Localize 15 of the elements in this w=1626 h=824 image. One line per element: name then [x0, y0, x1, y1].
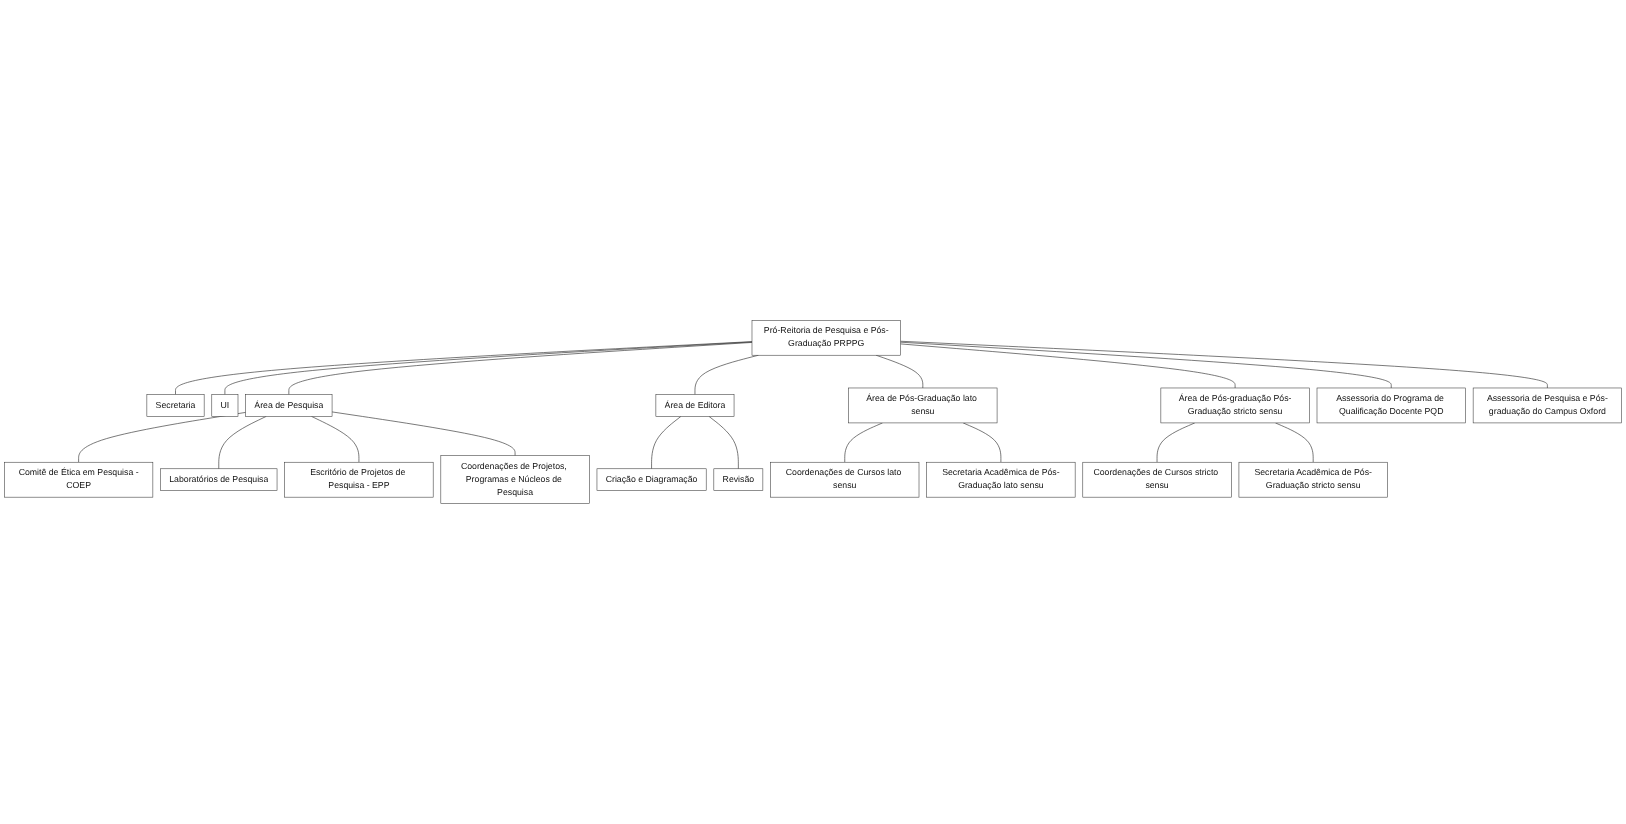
connector: [1275, 422, 1314, 463]
connector: [694, 354, 759, 395]
connector: [331, 411, 516, 456]
connector: [900, 343, 1236, 389]
connector: [900, 340, 1548, 389]
connector: [78, 412, 246, 463]
connector: [1156, 422, 1196, 463]
connector: [218, 416, 267, 470]
connector: [651, 416, 682, 470]
connector: [311, 416, 360, 463]
connector: [962, 422, 1002, 463]
connector: [844, 422, 883, 463]
connector: [875, 354, 924, 389]
connector: [900, 341, 1392, 389]
connector: [708, 416, 739, 470]
